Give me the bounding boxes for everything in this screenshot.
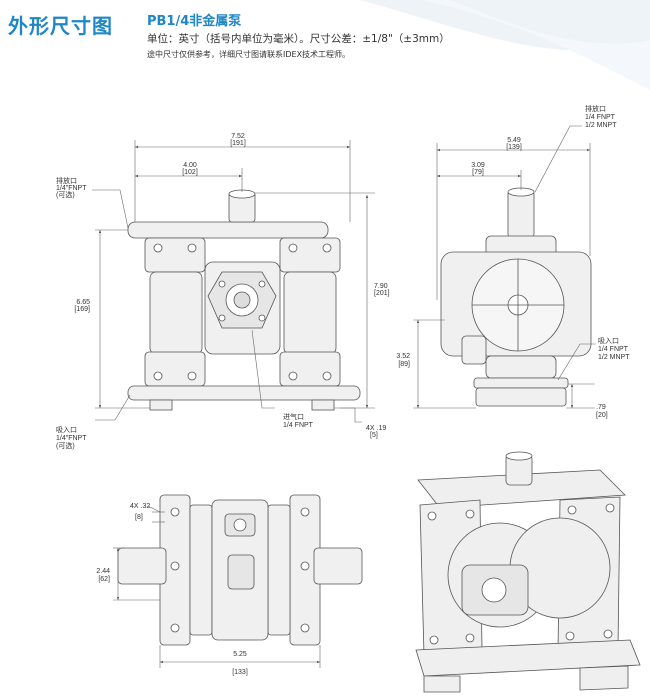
front-discharge-label-1: 排放口 bbox=[56, 176, 77, 185]
front-height-mm: [201] bbox=[374, 290, 390, 297]
bottom-view-dimensions bbox=[113, 505, 321, 668]
front-width-mm: [191] bbox=[230, 140, 246, 147]
side-intake-label-2: 1/4 FNPT bbox=[598, 346, 629, 353]
bottom-slot-inch: 4X .32 bbox=[130, 503, 150, 510]
model-name: PB1/4非金属泵 bbox=[147, 14, 242, 29]
isometric-view bbox=[415, 451, 641, 693]
front-left-lower-valve bbox=[144, 351, 206, 387]
side-discharge-label-1: 排放口 bbox=[585, 104, 606, 113]
front-view-dimensions bbox=[92, 140, 375, 423]
front-left-chamber bbox=[149, 271, 203, 355]
front-height-inch: 7.90 bbox=[374, 283, 388, 290]
front-view bbox=[127, 189, 361, 411]
side-inlet-height-inch: 3.52 bbox=[396, 353, 410, 360]
front-slot-mm: [5] bbox=[370, 432, 378, 439]
bottom-depth-inch: 2.44 bbox=[96, 568, 110, 575]
side-intake bbox=[473, 377, 569, 389]
front-left-upper-valve bbox=[144, 237, 206, 273]
bottom-view bbox=[117, 494, 363, 646]
side-base-inch: .79 bbox=[596, 404, 606, 411]
side-view-labels: 5.49 [139] 3.09 [79] 3.52 [89] .79 [20] … bbox=[396, 104, 630, 419]
iso-intake-manifold bbox=[415, 639, 641, 677]
side-width-inch: 5.49 bbox=[507, 137, 521, 144]
side-view-dimensions bbox=[413, 125, 596, 409]
front-outlet-height-mm: [169] bbox=[74, 306, 90, 313]
bottom-right-port bbox=[313, 547, 363, 585]
front-width-inch: 7.52 bbox=[231, 133, 245, 140]
side-discharge-label-3: 1/2 MNPT bbox=[585, 122, 617, 129]
front-discharge-label-3: (可选) bbox=[56, 190, 75, 199]
bottom-width-inch: 5.25 bbox=[233, 651, 247, 658]
bottom-left-port bbox=[117, 547, 167, 585]
reference-note: 途中尺寸仅供参考，详细尺寸图请联系IDEX技术工程师。 bbox=[147, 50, 351, 59]
front-slot-inch: 4X .19 bbox=[366, 425, 386, 432]
side-half-mm: [79] bbox=[472, 169, 484, 176]
side-view bbox=[440, 187, 592, 407]
front-air-label-1: 进气口 bbox=[283, 412, 304, 421]
front-view-labels: 7.52 [191] 4.00 [102] 7.90 [201] 6.65 [1… bbox=[56, 133, 390, 450]
front-foot-left bbox=[149, 399, 173, 411]
side-width-mm: [139] bbox=[506, 144, 522, 151]
front-right-chamber bbox=[283, 271, 337, 355]
bottom-view-labels: 4X .32 [8] 2.44 [62] 5.25 [133] bbox=[96, 503, 247, 676]
side-intake-label-1: 吸入口 bbox=[598, 337, 619, 345]
front-half-mm: [102] bbox=[182, 169, 198, 176]
front-discharge-manifold bbox=[127, 221, 329, 239]
side-base bbox=[475, 387, 567, 407]
front-intake-manifold bbox=[127, 385, 361, 401]
front-intake-label-3: (可选) bbox=[56, 441, 75, 450]
side-air-fitting bbox=[461, 335, 487, 365]
front-half-inch: 4.00 bbox=[183, 162, 197, 169]
front-discharge-label-2: 1/4"FNPT bbox=[56, 185, 87, 192]
front-right-upper-valve bbox=[279, 237, 341, 273]
side-intake-label-3: 1/2 MNPT bbox=[598, 354, 630, 361]
iso-discharge-manifold bbox=[417, 469, 626, 509]
side-half-inch: 3.09 bbox=[471, 162, 485, 169]
front-foot-right bbox=[311, 399, 335, 411]
side-base-mm: [20] bbox=[596, 412, 608, 419]
units-note: 单位：英寸（括号内单位为毫米）。尺寸公差：±1/8"（±3mm） bbox=[147, 33, 450, 45]
page-title: 外形尺寸图 bbox=[8, 14, 113, 38]
front-right-lower-valve bbox=[279, 351, 341, 387]
side-discharge-label-2: 1/4 FNPT bbox=[585, 114, 616, 121]
front-outlet-height-inch: 6.65 bbox=[76, 299, 90, 306]
bottom-slot-mm: [8] bbox=[135, 514, 143, 521]
front-air-label-2: 1/4 FNPT bbox=[283, 422, 314, 429]
side-inlet-height-mm: [89] bbox=[398, 361, 410, 368]
bottom-width-mm: [133] bbox=[232, 669, 248, 676]
front-intake-label-2: 1/4"FNPT bbox=[56, 435, 87, 442]
bottom-depth-mm: [62] bbox=[98, 576, 110, 583]
side-discharge-port bbox=[507, 189, 535, 239]
front-intake-label-1: 吸入口 bbox=[56, 426, 77, 434]
